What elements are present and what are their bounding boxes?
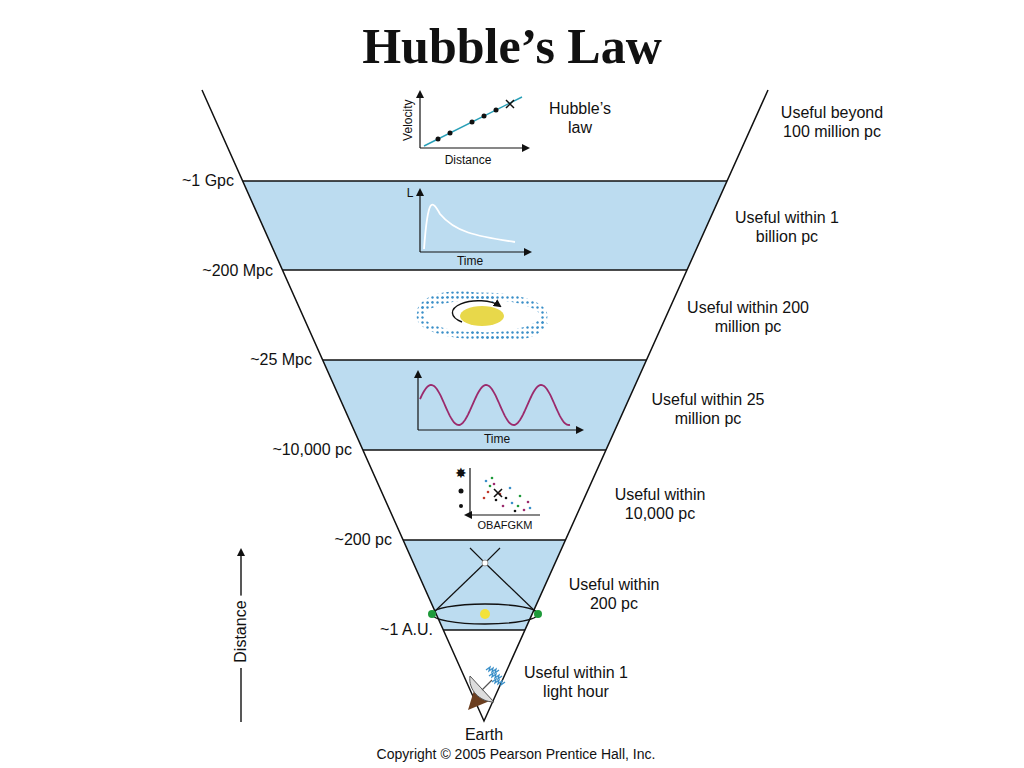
hubble-plot-icon-part — [494, 108, 499, 113]
parallax-icon-part — [485, 563, 538, 614]
rotating-galaxy-part — [452, 301, 500, 322]
star-dot — [505, 497, 508, 500]
hubble-plot-icon-part — [436, 137, 441, 142]
hubble-plot-icon-part — [420, 147, 528, 148]
range-note: Useful within 200 million pc — [684, 298, 812, 336]
cepheid-light-curve-part — [420, 385, 570, 425]
band-borders-part — [243, 180, 727, 182]
radar-dish-icon-part — [492, 679, 505, 685]
cepheid-light-curve — [418, 372, 582, 430]
cepheid-light-curve-part — [417, 372, 418, 430]
star-dot — [519, 495, 522, 498]
hubble-plot-icon-part — [482, 114, 487, 119]
hubble-plot-icon-part — [470, 120, 475, 125]
radar-dish-icon — [468, 667, 505, 710]
star-dot — [527, 501, 530, 504]
star-dot — [523, 509, 526, 512]
hr-diagram-part — [466, 514, 540, 515]
hr-diagram-part — [459, 489, 464, 494]
range-note: Useful within 1 billion pc — [725, 208, 849, 246]
star-dot — [483, 497, 486, 500]
band-borders-part — [323, 359, 646, 361]
distance-mark: ~200 Mpc — [173, 261, 273, 280]
distance-mark: ~25 Mpc — [212, 350, 312, 369]
parallax-icon — [428, 548, 542, 624]
band-borders-part — [443, 629, 525, 631]
supernova-light-curve-part — [420, 251, 530, 252]
star-dot — [489, 485, 492, 488]
hubble-plot-icon — [420, 92, 528, 148]
hr-diagram-part — [459, 504, 463, 508]
rotating-galaxy-part — [460, 306, 504, 326]
star-dot — [502, 505, 505, 508]
ladder-bands-part — [403, 540, 565, 630]
range-note: Useful within 1 light hour — [518, 663, 634, 701]
axis-label: Time — [472, 432, 522, 446]
distance-mark: ~1 A.U. — [333, 620, 433, 639]
supernova-light-curve — [420, 190, 530, 252]
ladder-bands-part — [243, 181, 727, 270]
method-label: Hubble’s law — [538, 99, 622, 137]
radar-dish-icon-part — [489, 673, 502, 679]
band-borders-part — [403, 539, 565, 541]
radar-dish-icon-part — [486, 667, 499, 673]
cepheid-light-curve-part — [418, 429, 582, 430]
hr-diagram-part — [494, 489, 502, 497]
radar-dish-icon-part — [470, 676, 494, 702]
parallax-icon-part — [534, 610, 542, 618]
parallax-icon-part — [482, 560, 488, 566]
distance-mark: ~200 pc — [292, 530, 392, 549]
axis-label: L — [403, 186, 417, 200]
axis-label: Time — [445, 254, 495, 268]
star-dot — [514, 510, 517, 513]
star-dot — [487, 491, 490, 494]
hubble-plot-icon-part — [419, 92, 420, 148]
hr-diagram-part — [483, 477, 532, 513]
range-note: Useful within 10,000 pc — [599, 485, 721, 523]
star-dot — [511, 502, 514, 505]
copyright-note: Copyright © 2005 Pearson Prentice Hall, … — [306, 746, 726, 763]
star-dot — [529, 507, 532, 510]
parallax-icon-part — [432, 563, 485, 614]
ladder-bands-part — [323, 360, 646, 450]
star-dot — [485, 480, 488, 483]
rotating-galaxy — [420, 294, 545, 337]
range-note: Useful within 25 million pc — [644, 390, 772, 428]
range-note: Useful beyond 100 million pc — [773, 103, 891, 141]
hubble-plot-icon-part — [424, 97, 522, 146]
rotating-galaxy-part — [420, 296, 544, 336]
hr-diagram-part: ✸ — [455, 465, 467, 481]
hr-diagram: ✸ — [455, 465, 540, 515]
supernova-light-curve-part — [419, 190, 420, 252]
axis-label: Velocity — [401, 90, 415, 150]
supernova-light-curve-part — [424, 205, 515, 249]
star-dot — [491, 477, 494, 480]
range-note: Useful within 200 pc — [560, 575, 668, 613]
hubble-plot-icon-part — [448, 131, 453, 136]
band-borders-part — [363, 449, 606, 451]
distance-axis-arrow-part — [240, 668, 241, 722]
parallax-icon-part — [428, 610, 436, 618]
distance-axis-arrow-part — [240, 550, 241, 596]
axis-label: Distance — [433, 153, 503, 167]
spectral-classes: OBAFGKM — [465, 519, 545, 532]
distance-mark: ~1 Gpc — [144, 171, 234, 190]
parallax-icon-part — [480, 609, 490, 619]
origin-label: Earth — [449, 725, 519, 744]
hubble-plot-icon-part — [506, 100, 514, 108]
axis-label: Distance — [231, 596, 250, 668]
star-dot — [495, 499, 498, 502]
radar-dish-icon-part — [482, 680, 492, 690]
star-dot — [517, 505, 520, 508]
band-borders-part — [282, 269, 687, 271]
star-dot — [509, 487, 512, 490]
parallax-icon-part — [432, 604, 538, 624]
distance-mark: ~10,000 pc — [242, 440, 352, 459]
title: Hubble’s Law — [0, 16, 1024, 76]
hr-diagram-part — [469, 468, 470, 515]
star-dot — [493, 483, 496, 486]
